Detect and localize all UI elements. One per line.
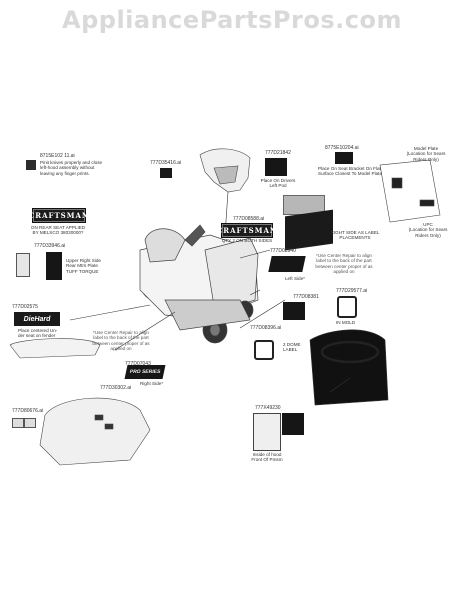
watermark: AppliancePartsPros.com xyxy=(62,6,402,34)
hood-warning-label-1 xyxy=(253,413,281,451)
upc-line-3: Riders Only) xyxy=(415,232,441,238)
part-number-12: 777D08396.ai xyxy=(250,325,282,331)
model-plate-line-1: Model Plate xyxy=(413,146,439,151)
craftsman-label-side: CRAFTSMAN xyxy=(216,224,278,237)
hood-note-line-1: Pinit knives properly and close xyxy=(40,160,103,165)
dome-label-caption: 2 DOME LABEL xyxy=(283,342,301,353)
warning-label-icon xyxy=(26,160,36,170)
rear-seat-line-2: BY MELSCO 38030000? xyxy=(32,230,84,236)
craftsman-label: CRAFTSMAN xyxy=(28,209,90,222)
hood-caption: Inside of hood Front Of Pmsm xyxy=(246,452,288,463)
side-decal-dark xyxy=(285,209,333,251)
pro-series-left-badge xyxy=(268,256,306,272)
dome-label-line-1: 2 DOME xyxy=(283,342,301,347)
use-center-note-left: *Use Center Repair to align label to the… xyxy=(92,330,150,352)
use-center-right-line-2: label to the back of the part xyxy=(316,258,372,264)
hood-caption-line-1: Inside of hood xyxy=(252,452,282,457)
seat-bracket-caption: Place On Seat Bracket On Flat Surface Cl… xyxy=(318,166,383,177)
in-mold-badge xyxy=(337,296,357,318)
pro-series-right-badge: PRO SERIES xyxy=(124,365,166,379)
part-number-10: 777D08381 xyxy=(293,294,319,300)
part-number-2: 777D35416.ai xyxy=(150,160,182,166)
upc-line-2: (Location for Sears xyxy=(408,227,448,233)
part-number-11: 777D29577.ai xyxy=(336,288,368,294)
plate-label-dark xyxy=(46,252,62,280)
hood-note-line-3: leaving any finger prints. xyxy=(40,170,90,176)
part-number-6: 777D08588.ai xyxy=(233,216,265,222)
diehard-caption: Place centered Un- der seat on fender xyxy=(18,328,57,339)
use-center-left-line-4: applied on xyxy=(110,346,132,352)
part-number-1: 8715E102 11.ai xyxy=(40,153,75,159)
right-side-caption: Right Side* xyxy=(140,381,163,386)
model-plate-line-2: (Location for Sears xyxy=(406,151,446,157)
driver-pod-line-2: Left Pod xyxy=(269,183,287,189)
driver-pod-caption: Place On Drivers Left Pod xyxy=(258,178,298,189)
upc-line-1: UPC xyxy=(423,222,433,227)
diehard-line-2: der seat on fender xyxy=(18,333,56,339)
diehard-label: DieHard xyxy=(14,312,60,326)
rear-mtrs-caption: Upper Right Side Rear Mtrs Plate TUFF TO… xyxy=(66,258,101,274)
deck-drawing-bottom xyxy=(39,397,151,466)
small-dark-label xyxy=(283,302,305,320)
rear-seat-line-1: ON REAR SEAT APPLIED xyxy=(30,225,86,230)
use-center-right-line-4: applied on xyxy=(333,269,355,275)
use-center-note-right: *Use Center Repair to align label to the… xyxy=(315,253,373,275)
part-number-13: 777D30302.ai xyxy=(100,385,132,391)
use-center-right-line-1: *Use Center Repair to align xyxy=(316,253,372,258)
part-number-7: 777D08940 xyxy=(270,248,296,254)
small-label-1 xyxy=(12,418,24,428)
front-panel-drawing xyxy=(379,159,441,223)
part-number-5: 777D33946.ai xyxy=(34,243,66,249)
rear-seat-caption: ON REAR SEAT APPLIED BY MELSCO 38030000? xyxy=(28,225,88,236)
right-label-note-line-2: PLACEMENTS xyxy=(339,235,371,241)
hood-note: Pinit knives properly and close left-hoo… xyxy=(40,160,102,176)
right-label-note-line-1: RIGHT SIDE AS LABEL xyxy=(330,230,380,235)
driver-pod-label xyxy=(265,158,287,176)
deck-drawing-left xyxy=(9,338,101,359)
seat-bracket-line-1: Place On Seat Bracket On Flat xyxy=(318,166,381,171)
rear-mtrs-line-1: Upper Right Side xyxy=(66,258,101,263)
seat-bracket-label xyxy=(335,152,353,164)
use-center-right-line-3: between center proper of as xyxy=(315,263,373,269)
hood-warning-label-2 xyxy=(282,413,304,435)
left-side-caption: Left Side* xyxy=(285,276,305,281)
in-mold-caption: IN MOLD xyxy=(336,320,356,325)
right-label-note: RIGHT SIDE AS LABEL PLACEMENTS xyxy=(330,230,380,241)
rear-mtrs-line-3: TUFF TORQUE xyxy=(66,268,99,274)
part-number-9: 777D07043 xyxy=(125,361,151,367)
rear-mtrs-line-2: Rear Mtrs Plate xyxy=(66,263,98,269)
upc-caption: UPC (Location for Sears Riders Only) xyxy=(400,222,456,238)
small-label-2 xyxy=(24,418,36,428)
seat-panel-drawing xyxy=(199,148,251,193)
diehard-line-1: Place centered Un- xyxy=(18,328,58,333)
part-number-3: 777D21842 xyxy=(265,150,291,156)
use-center-left-line-3: between center proper of as xyxy=(92,340,150,346)
driver-pod-line-1: Place On Drivers xyxy=(260,178,296,183)
hood-caption-line-2: Front Of Pmsm xyxy=(251,457,283,463)
hood-note-line-2: left-hood assembly without xyxy=(40,165,95,171)
seat-bracket-line-2: Surface Closest To Model Plate xyxy=(318,171,383,177)
model-plate-caption: Model Plate (Location for Sears Riders O… xyxy=(398,146,454,162)
part-number-15: 777X49230 xyxy=(255,405,281,411)
seat-drawing-bottom xyxy=(309,329,389,406)
part-number-14: 777D80676.ai xyxy=(12,408,44,414)
part-number-4: 8775E10204.ai xyxy=(325,145,359,151)
use-center-left-line-2: label to the back of the part xyxy=(93,335,149,341)
dome-label-badge xyxy=(254,340,274,360)
part-number-8: 777D02575 xyxy=(12,304,38,310)
qty-caption: QTY 2 ON BOTH SIDES xyxy=(221,238,273,243)
model-plate-line-3: Riders Only) xyxy=(413,156,439,162)
label-swatch-2 xyxy=(160,168,172,178)
dome-label-line-2: LABEL xyxy=(283,347,298,353)
plate-label-light xyxy=(16,253,30,277)
use-center-left-line-1: *Use Center Repair to align xyxy=(93,330,149,335)
